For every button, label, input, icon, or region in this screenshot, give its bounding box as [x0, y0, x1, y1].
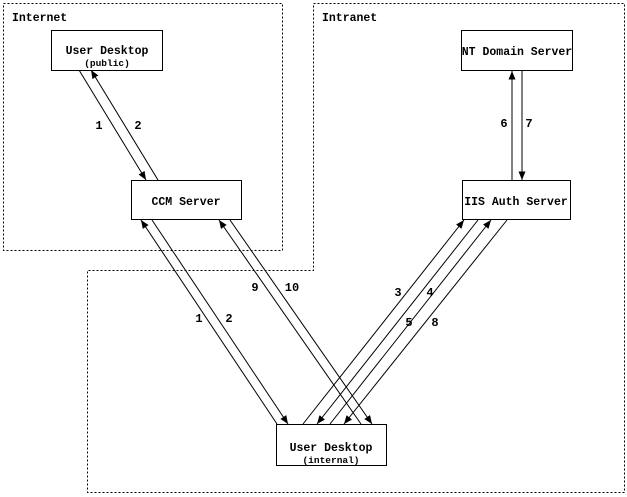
node-nt-domain-server-box: [461, 30, 573, 71]
edge-line-4-iis-to-internal: [316, 219, 479, 425]
node-user-desktop-public-subtitle: (public): [84, 58, 130, 69]
node-iis-auth-server-title: IIS Auth Server: [464, 196, 568, 209]
node-iis-auth-server: IIS Auth Server: [462, 180, 571, 220]
edge-label-2-ccm-internal: 2: [225, 312, 232, 326]
edge-line-2-ccm-to-public: [90, 69, 159, 181]
node-user-desktop-internal: User Desktop (internal): [276, 424, 387, 466]
node-user-desktop-public-box: [51, 30, 163, 71]
edge-line-2-ccm-to-internal: [151, 219, 289, 425]
node-ccm-server-title: CCM Server: [151, 196, 220, 209]
edge-line-5-internal-to-iis: [329, 219, 492, 425]
edge-line-10-ccm-to-internal: [229, 219, 373, 425]
node-nt-domain-server-title: NT Domain Server: [462, 46, 573, 59]
node-user-desktop-public-title: User Desktop: [66, 45, 149, 58]
edge-label-1-internal-ccm: 1: [195, 312, 202, 326]
edge-label-8-iis-internal: 8: [431, 316, 438, 330]
edge-label-4-iis-internal: 4: [426, 286, 433, 300]
edge-label-10-ccm-internal: 10: [285, 281, 299, 295]
node-nt-domain-server: NT Domain Server: [461, 30, 573, 71]
edge-label-9-internal-ccm: 9: [251, 281, 258, 295]
edge-line-1-internal-to-ccm: [140, 219, 278, 425]
node-user-desktop-internal-subtitle: (internal): [302, 455, 359, 466]
edge-line-3-internal-to-iis: [302, 219, 465, 425]
edge-line-8-iis-to-internal: [343, 219, 508, 425]
edge-line-9-internal-to-ccm: [218, 219, 362, 425]
edge-label-6-iis-nt: 6: [500, 117, 507, 131]
node-user-desktop-public: User Desktop (public): [51, 30, 163, 71]
internet-region-label: Internet: [12, 12, 67, 25]
edge-label-5-internal-iis: 5: [405, 316, 412, 330]
edge-label-3-internal-iis: 3: [394, 286, 401, 300]
node-iis-auth-server-box: [462, 180, 571, 220]
edge-label-7-nt-iis: 7: [525, 117, 532, 131]
edge-line-1-public-to-ccm: [78, 69, 147, 181]
intranet-region-label: Intranet: [322, 12, 377, 25]
edge-label-2-ccm-public: 2: [134, 119, 141, 133]
node-user-desktop-internal-title: User Desktop: [290, 442, 373, 455]
edge-label-1-public-ccm: 1: [95, 119, 102, 133]
node-ccm-server: CCM Server: [131, 180, 242, 220]
internet-region-outline: [3, 3, 283, 251]
node-user-desktop-internal-box: [276, 424, 387, 466]
intranet-region-outline: [87, 3, 625, 493]
node-ccm-server-box: [131, 180, 242, 220]
